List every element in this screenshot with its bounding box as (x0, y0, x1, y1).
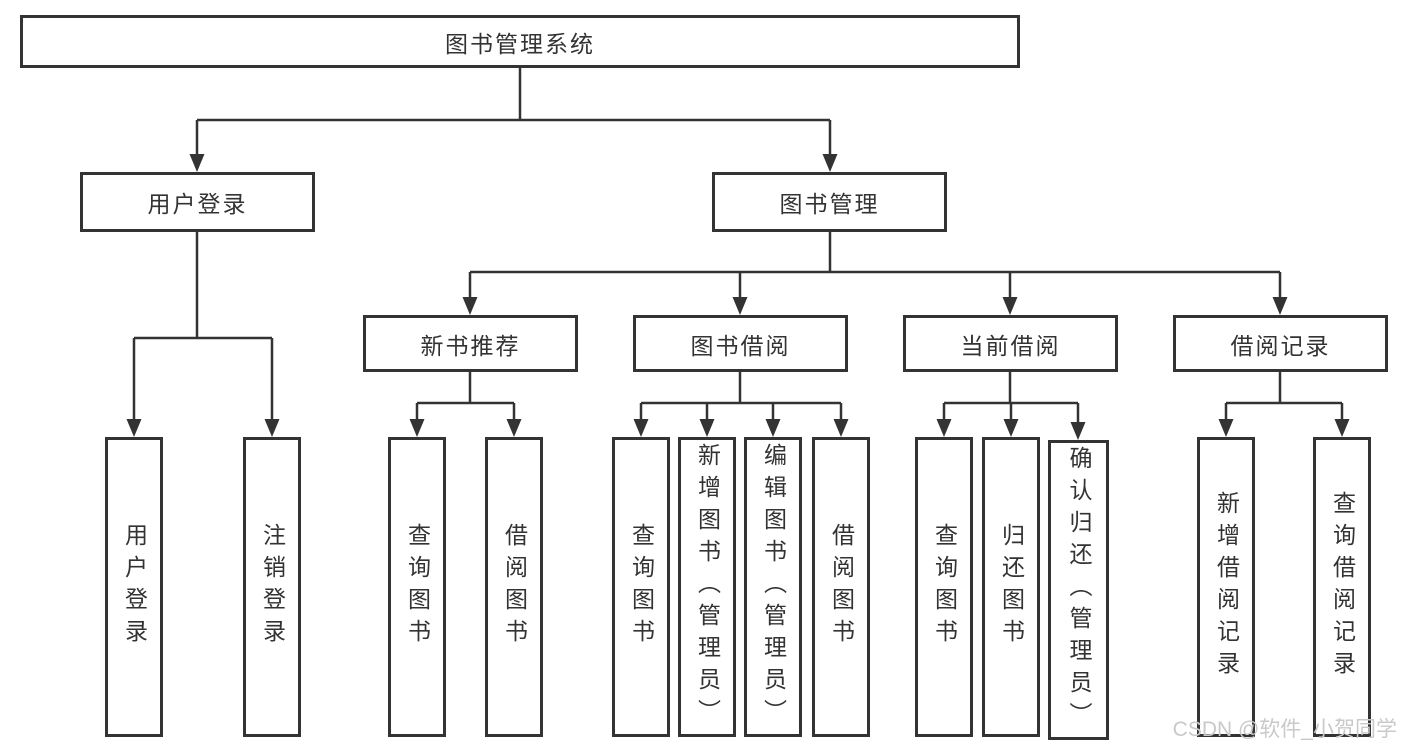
connector-new-book-recommend (415, 372, 516, 421)
node-root-label: 图书管理系统 (445, 30, 595, 57)
node-book-management-label: 图书管理 (779, 191, 880, 217)
node-current-borrow-label: 当前借阅 (960, 332, 1061, 359)
connector-book-management (468, 232, 1282, 299)
node-book-borrow: 图书借阅 (633, 315, 848, 372)
node-new-book-recommend-label: 新书推荐 (420, 332, 521, 359)
node-root-system: 图书管理系统 (20, 15, 1020, 68)
connector-book-borrow (639, 372, 843, 421)
arrowheads (126, 154, 1350, 440)
leaf-logout: 注销登录 (243, 437, 301, 737)
connector-root (195, 68, 832, 156)
connector-user-login (132, 232, 274, 421)
node-new-book-recommend: 新书推荐 (363, 315, 578, 372)
leaf-return-books: 归还图书 (982, 437, 1040, 737)
leaf-query-books-current: 查询图书 (915, 437, 973, 737)
node-book-borrow-label: 图书借阅 (690, 332, 791, 359)
leaf-add-borrow-record: 新增借阅记录 (1197, 437, 1255, 737)
node-borrow-records: 借阅记录 (1173, 315, 1388, 372)
leaf-query-borrow-record: 查询借阅记录 (1313, 437, 1371, 737)
leaf-user-login: 用户登录 (105, 437, 163, 737)
node-user-login-label: 用户登录 (147, 191, 248, 217)
node-user-login: 用户登录 (80, 172, 315, 232)
leaf-borrow-books: 借阅图书 (812, 437, 870, 737)
node-current-borrow: 当前借阅 (903, 315, 1118, 372)
leaf-borrow-books-recommend: 借阅图书 (485, 437, 543, 737)
node-book-management: 图书管理 (712, 172, 947, 232)
csdn-watermark: CSDN @软件_小贺同学 (1172, 718, 1397, 741)
leaf-confirm-return-admin: 确认归还（管理员） (1048, 440, 1109, 740)
leaf-add-books-admin: 新增图书（管理员） (678, 437, 736, 737)
leaf-query-books-borrow: 查询图书 (612, 437, 670, 737)
leaf-edit-books-admin: 编辑图书（管理员） (744, 437, 802, 737)
connector-borrow-records (1224, 372, 1344, 421)
node-borrow-records-label: 借阅记录 (1230, 332, 1331, 359)
leaf-query-books-recommend: 查询图书 (388, 437, 446, 737)
connector-current-borrow (942, 372, 1080, 424)
